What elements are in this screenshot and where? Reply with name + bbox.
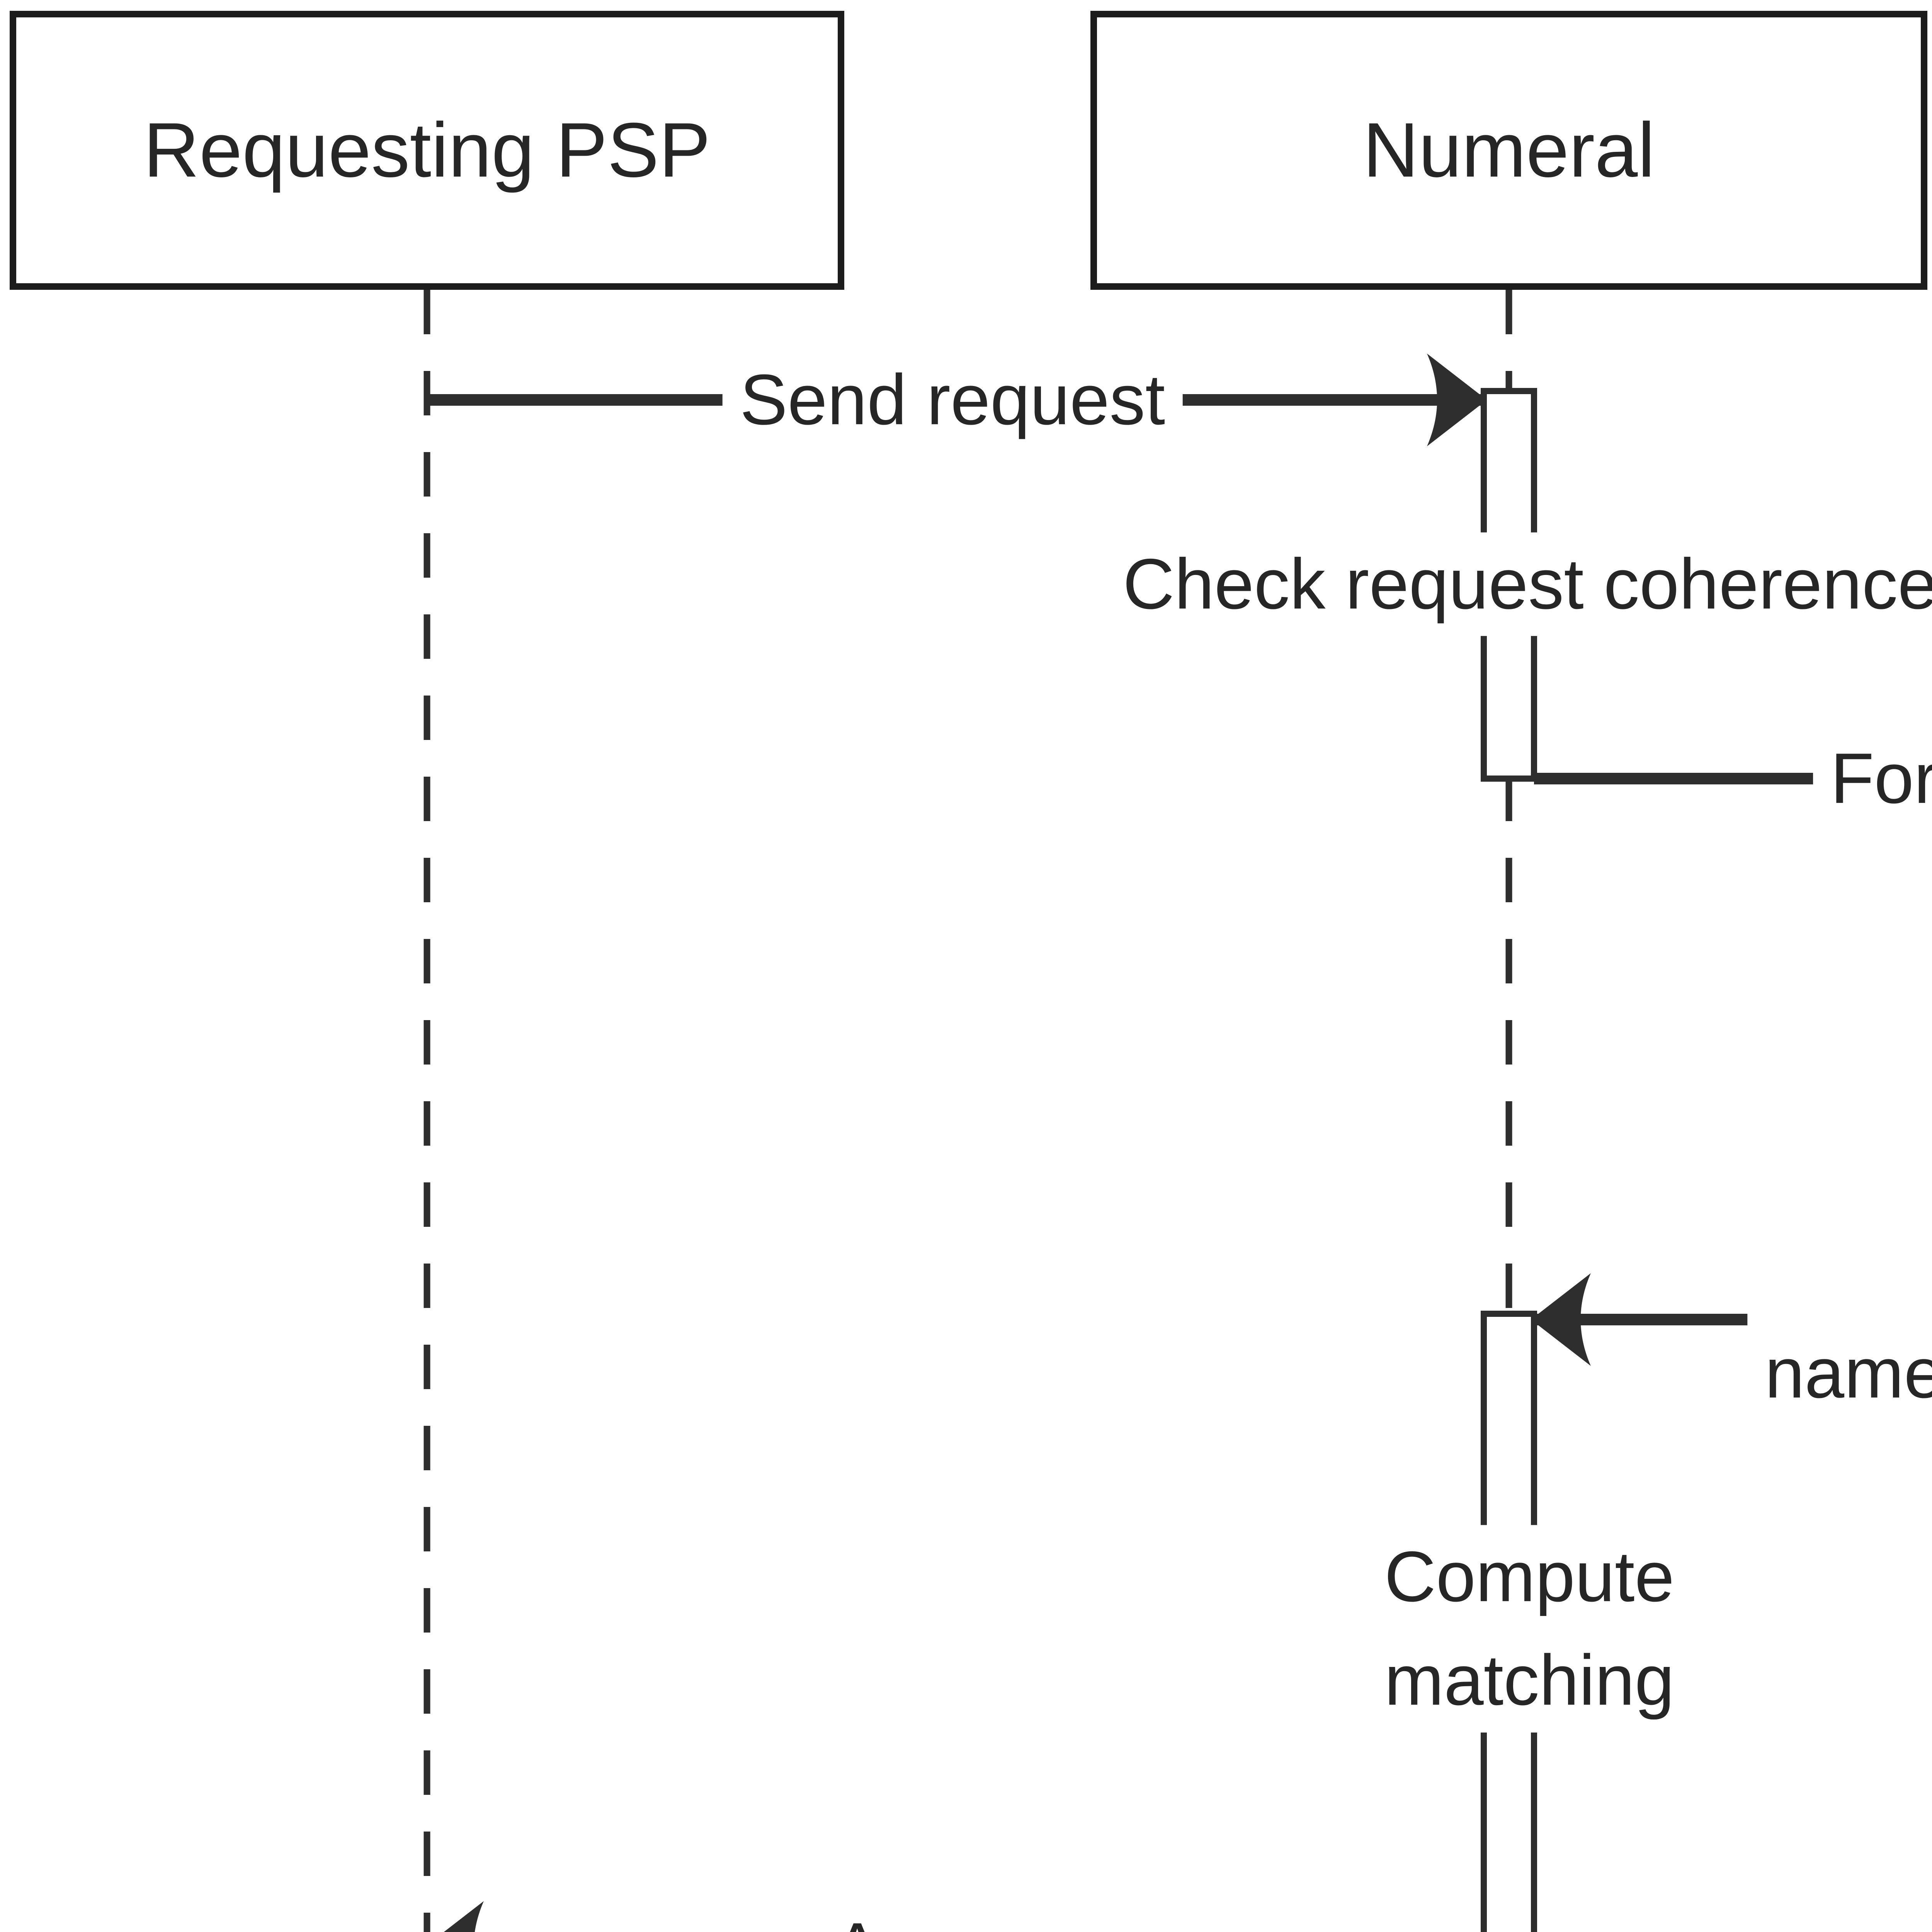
actor-box-requesting-psp: Requesting PSP xyxy=(10,11,844,290)
message-label-answer: Answer xyxy=(816,1896,1089,1932)
message-label-send-request: Send request xyxy=(722,348,1183,452)
message-label-compute-matching: Compute matching xyxy=(1367,1525,1692,1733)
message-label-send-name-identification: Send name / identification xyxy=(1747,1218,1932,1425)
message-label-check-request-coherence: Check request coherence xyxy=(1105,532,1932,636)
actor-box-numeral: Numeral xyxy=(1090,11,1927,290)
message-label-forward-iban: Forward IBAN xyxy=(1813,726,1932,831)
